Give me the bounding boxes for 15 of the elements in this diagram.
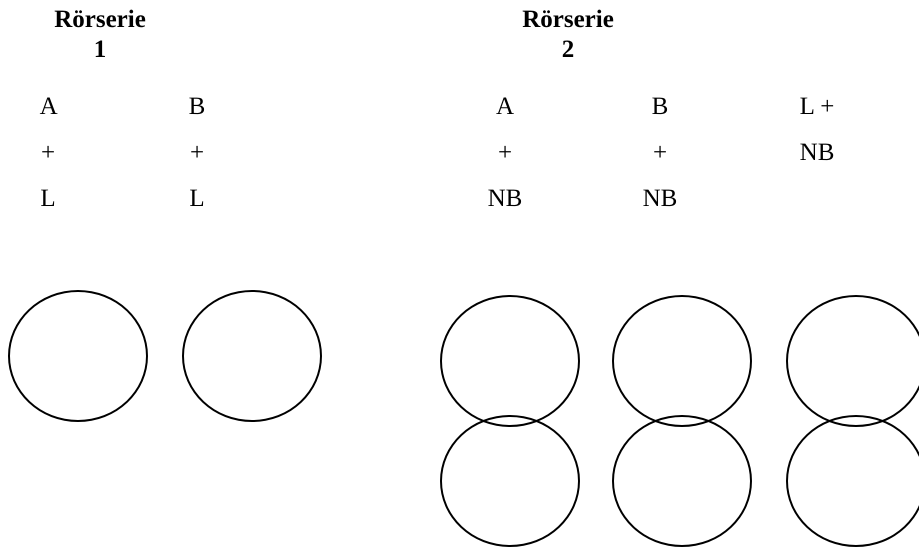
series-heading: Rörserie 1 [54,5,146,65]
series-heading: Rörserie 2 [522,5,614,65]
circle [182,290,322,422]
column-label: B + NB [642,92,678,214]
circle [440,415,580,547]
circle [612,295,752,427]
column-label: A + NB [488,92,522,214]
circle [8,290,148,422]
column-label: L + NB [800,92,834,168]
column-label: A + L [40,92,56,214]
column-label: B + L [188,92,206,214]
circle [612,415,752,547]
circle [786,295,919,427]
circle [440,295,580,427]
circle [786,415,919,547]
